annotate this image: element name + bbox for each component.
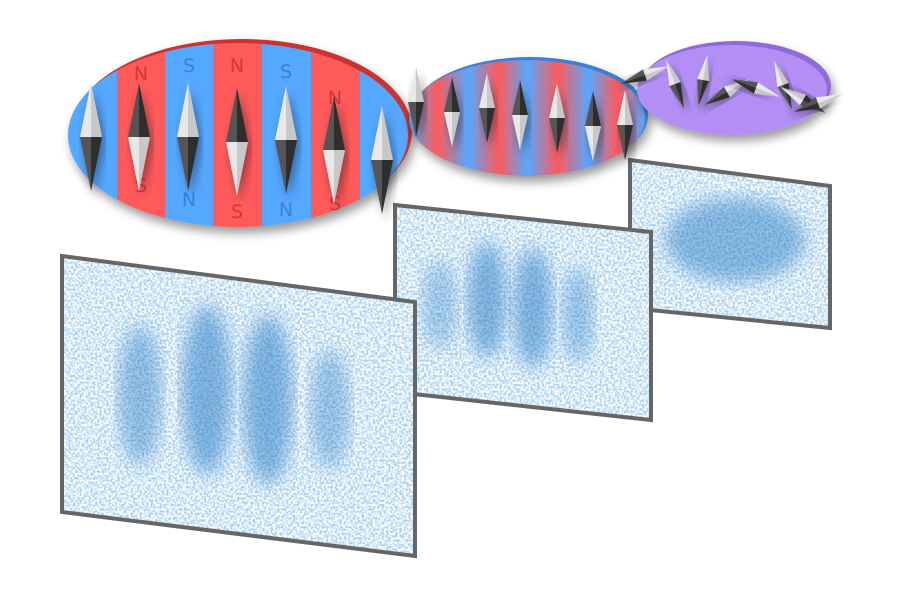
compass-needle-icon	[128, 83, 150, 191]
density-fringe	[310, 350, 350, 470]
compass-needle-icon	[731, 79, 781, 97]
compass-needle-icon	[549, 83, 565, 153]
density-fringe	[243, 315, 293, 485]
density-fringe	[118, 325, 162, 465]
gradient-disc-medium	[409, 57, 648, 176]
pole-label-bottom: S	[329, 193, 341, 215]
density-fringe	[467, 242, 507, 358]
compass-needle-icon	[666, 59, 684, 109]
pole-label-bottom: N	[182, 189, 196, 211]
compass-needle-icon	[620, 66, 670, 84]
panel-frame	[60, 253, 417, 559]
density-fringe	[513, 248, 553, 368]
pole-label-top: S	[280, 61, 292, 83]
density-fringe	[562, 267, 594, 363]
compass-needle-icon	[177, 83, 199, 191]
compass-needle-icon	[323, 96, 345, 204]
pole-label-bottom: S	[231, 201, 243, 223]
compass-needle-icon	[444, 77, 460, 147]
pole-label-bottom: N	[279, 199, 293, 221]
density-fringe	[665, 198, 805, 282]
compass-needle-icon	[585, 91, 601, 161]
image-panel-partial	[393, 202, 653, 423]
compass-needle-icon	[408, 67, 424, 137]
compass-needle-icon	[617, 90, 633, 160]
compass-needle-icon	[479, 73, 495, 143]
pole-label-top: N	[230, 55, 244, 77]
density-fringe	[422, 260, 458, 350]
compass-needle-icon	[774, 60, 792, 110]
compass-needle-icon	[793, 94, 843, 112]
density-fringe	[182, 305, 232, 475]
compass-needle-icon	[275, 86, 297, 194]
image-panel-fringes	[60, 253, 417, 559]
pole-label-top: N	[134, 63, 148, 85]
compass-needle-icon	[697, 54, 709, 106]
pole-label-top: N	[328, 87, 342, 109]
compass-needle-icon	[512, 80, 528, 150]
compass-needle-icon	[80, 83, 102, 191]
image-panel-thermal	[628, 157, 832, 331]
compass-needle-icon	[371, 106, 393, 214]
pole-label-top: S	[183, 55, 195, 77]
compass-needle-icon	[226, 88, 248, 196]
